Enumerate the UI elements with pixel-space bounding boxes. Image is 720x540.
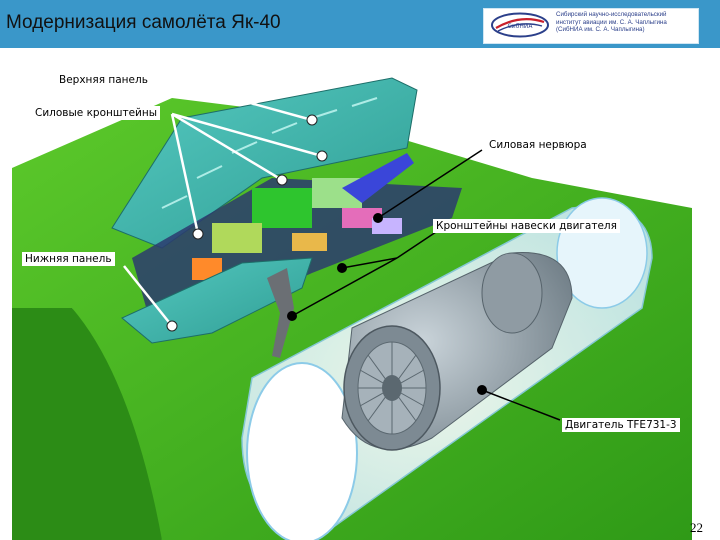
leader-dots [166,114,487,395]
page-number: 22 [690,520,703,535]
cad-illustration [12,77,692,540]
callout-power-brackets: Силовые кронштейны [32,106,161,120]
slide-title: Модернизация самолёта Як-40 [6,12,281,33]
leader-lines-black [291,149,561,421]
logo-line: институт авиации им. С. А. Чаплыгина [556,18,667,26]
bracket-details [192,178,402,280]
callout-engine: Двигатель TFE731-3 [562,418,680,432]
logo-line: Сибирский научно-исследовательский [556,11,667,18]
logo-text: Сибирский научно-исследовательский инсти… [556,11,696,34]
logo-emblem-text: СибНИА [508,23,534,30]
engine-installation-figure [12,58,692,540]
mount-strut [267,268,294,358]
callout-lower-panel: Нижняя панель [22,252,115,266]
sibnia-emblem-icon: СибНИА [491,12,549,38]
power-rib-shape [342,153,414,203]
callout-power-rib: Силовая нервюра [486,138,590,152]
callout-upper-panel: Верхняя панель [56,73,151,87]
institute-logo: СибНИА Сибирский научно-исследовательски… [483,8,699,44]
leader-lines-white [123,78,323,327]
engine-model [341,252,573,451]
callout-engine-mount-brackets: Кронштейны навески двигателя [433,219,620,233]
logo-line: (СибНИА им. С. А. Чаплыгина) [556,26,645,34]
wing-lower-surface [12,308,162,540]
